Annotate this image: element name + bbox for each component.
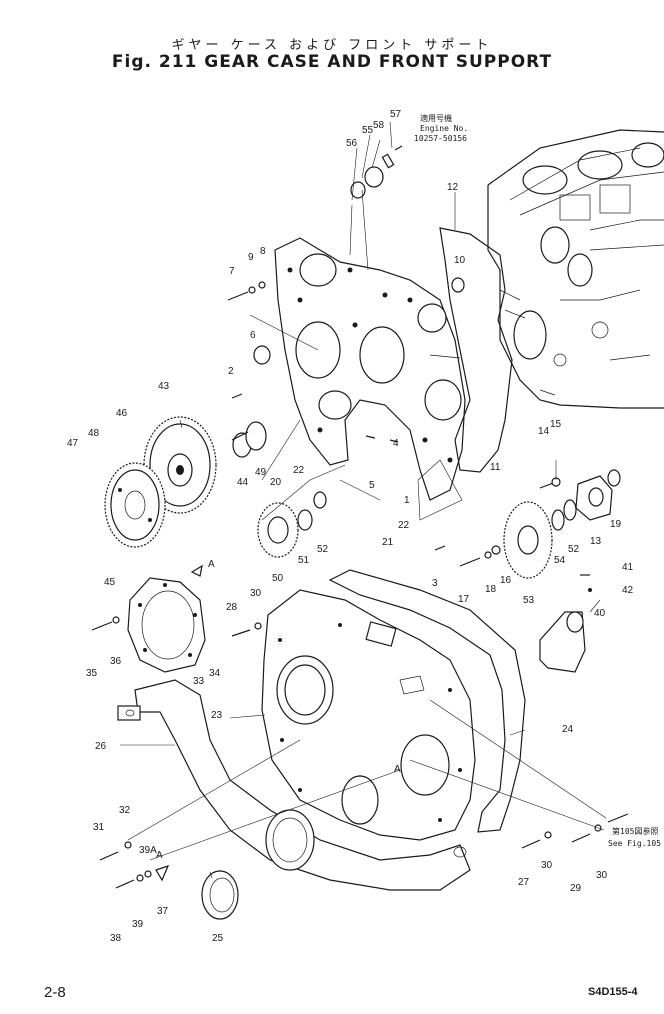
callout-54: 54 xyxy=(554,555,566,566)
callout-58: 58 xyxy=(373,120,385,131)
callout-13: 13 xyxy=(590,536,602,547)
callout-22: 22 xyxy=(293,465,305,476)
upper-plate xyxy=(274,237,466,501)
callout-30: 30 xyxy=(250,588,262,599)
document-code: S4D155-4 xyxy=(588,986,638,998)
callout-27: 27 xyxy=(518,877,530,888)
bracket-40 xyxy=(539,574,592,673)
callout-4: 4 xyxy=(393,438,399,449)
callout-29: 29 xyxy=(570,883,582,894)
note-engine-no-jp: 適用号機 xyxy=(420,113,452,123)
callout-42: 42 xyxy=(622,585,634,596)
gasket-24 xyxy=(328,569,526,833)
callout-48: 48 xyxy=(88,428,100,439)
callout-30: 30 xyxy=(541,860,553,871)
note-see-fig-jp: 第105図参照 xyxy=(612,826,658,836)
callout-33: 33 xyxy=(193,676,205,687)
callout-11: 11 xyxy=(490,462,501,473)
callout-35: 35 xyxy=(86,668,98,679)
callout-34: 34 xyxy=(209,668,221,679)
callout-17: 17 xyxy=(458,594,470,605)
callout-56: 56 xyxy=(346,138,358,149)
callout-47: 47 xyxy=(67,438,79,449)
callout-10: 10 xyxy=(454,255,466,266)
callout-31: 31 xyxy=(93,822,105,833)
callout-52: 52 xyxy=(317,544,329,555)
callout-32: 32 xyxy=(119,805,131,816)
bolts-and-washers-upper xyxy=(227,277,465,443)
callout-45: 45 xyxy=(104,577,116,588)
callout-21: 21 xyxy=(382,537,394,548)
note-engine-no-label: Engine No. xyxy=(420,124,468,133)
callout-41: 41 xyxy=(622,562,634,573)
callout-39a: 39A xyxy=(139,845,157,856)
callout-55: 55 xyxy=(362,125,374,136)
callout-49: 49 xyxy=(255,467,267,478)
bolts-lower xyxy=(99,545,629,889)
callout-51: 51 xyxy=(298,555,310,566)
callout-1: 1 xyxy=(404,495,410,506)
callout-20: 20 xyxy=(270,477,282,488)
callout-43: 43 xyxy=(158,381,170,392)
figure-title-japanese: ギヤー ケース および フロント サポート xyxy=(171,38,493,53)
see-figure-note: 第105図参照 See Fig.105 xyxy=(608,826,661,848)
callout-37: 37 xyxy=(157,906,169,917)
callout-38: 38 xyxy=(110,933,122,944)
engine-block xyxy=(487,129,664,409)
figure-title: Fig. 211 GEAR CASE AND FRONT SUPPORT xyxy=(111,52,553,72)
note-engine-no-range: 10257-50156 xyxy=(414,134,467,143)
callout-14: 14 xyxy=(538,426,550,437)
callout-50: 50 xyxy=(272,573,284,584)
bushing-44-49 xyxy=(231,421,267,458)
oil-seal-25 xyxy=(201,870,239,920)
callout-9: 9 xyxy=(248,252,254,263)
callout-52: 52 xyxy=(568,544,580,555)
leader-lines xyxy=(120,121,607,879)
callout-53: 53 xyxy=(523,595,535,606)
callout-28: 28 xyxy=(226,602,238,613)
callout-26: 26 xyxy=(95,741,107,752)
view-mark-a: A xyxy=(156,850,163,861)
callout-22: 22 xyxy=(398,520,410,531)
gear-case-23 xyxy=(261,589,476,841)
water-pump-seal-parts xyxy=(350,145,403,199)
gasket-upper xyxy=(439,227,513,473)
callout-15: 15 xyxy=(550,419,562,430)
callout-12: 12 xyxy=(447,182,459,193)
callout-39: 39 xyxy=(132,919,144,930)
callout-36: 36 xyxy=(110,656,122,667)
gear-53 xyxy=(491,499,577,579)
engine-number-note: 適用号機 Engine No. 10257-50156 xyxy=(414,113,468,143)
callout-8: 8 xyxy=(260,246,266,257)
callout-40: 40 xyxy=(594,608,606,619)
callout-5: 5 xyxy=(369,480,375,491)
callout-30: 30 xyxy=(596,870,608,881)
view-mark-a: A xyxy=(208,559,215,570)
callout-7: 7 xyxy=(229,266,235,277)
note-see-fig-en: See Fig.105 xyxy=(608,839,661,848)
callout-23: 23 xyxy=(211,710,223,721)
callout-18: 18 xyxy=(485,584,497,595)
callout-6: 6 xyxy=(250,330,256,341)
page-number: 2-8 xyxy=(44,984,66,1001)
callout-2: 2 xyxy=(228,366,234,377)
callout-16: 16 xyxy=(500,575,512,586)
housing-13 xyxy=(539,469,621,521)
view-arrow xyxy=(190,564,203,577)
callout-46: 46 xyxy=(116,408,128,419)
callout-44: 44 xyxy=(237,477,249,488)
callout-24: 24 xyxy=(562,724,574,735)
gear-50 xyxy=(257,491,327,558)
cover-33 xyxy=(91,577,206,673)
part-callouts: 4 5 6 7 8 9 10 11 12 13 14 15 16 17 18 1… xyxy=(67,109,634,944)
callout-3: 3 xyxy=(432,578,438,589)
callout-25: 25 xyxy=(212,933,224,944)
view-mark-a: A xyxy=(394,764,401,775)
callout-57: 57 xyxy=(390,109,402,120)
callout-19: 19 xyxy=(610,519,622,530)
gear-46 xyxy=(104,462,166,548)
front-support-26 xyxy=(117,679,471,891)
